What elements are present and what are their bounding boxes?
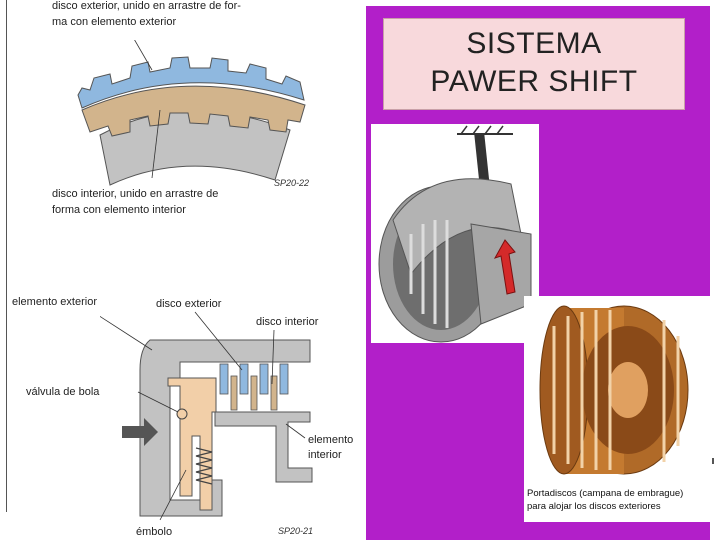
title-line-1: SISTEMA (466, 27, 602, 60)
brake-band-illustration (378, 125, 532, 343)
drum-caption-line1: Portadiscos (campana de embrague) (527, 488, 684, 499)
outer-disc-1 (219, 363, 229, 395)
outer-disc-blue (77, 56, 305, 109)
clutch-disc-segment-illustration (77, 40, 306, 186)
inner-disc-2 (250, 375, 258, 411)
outer-disc-label-line2: ma con elemento exterior (52, 16, 177, 28)
clutch-drum-photo: Portadiscos (campana de embrague) para a… (524, 296, 710, 522)
outer-disc-label-bottom: disco exterior (156, 298, 222, 310)
inner-element-label: elemento interior (308, 434, 353, 462)
brake-band-photo (371, 124, 539, 343)
drum-caption: Portadiscos (campana de embrague) para a… (527, 487, 683, 513)
outer-disc-4 (279, 363, 289, 395)
title-box: SISTEMA PAWER SHIFT (383, 18, 685, 110)
outer-disc-2 (239, 363, 249, 395)
left-border-line (6, 0, 7, 512)
figure-code-top: SP20-22 (274, 178, 310, 188)
inner-disc-label-line1: disco interior, unido en arrastre de (52, 188, 219, 200)
inner-disc-tan (81, 85, 306, 137)
ball-valve-label: válvula de bola (26, 386, 100, 398)
clutch-drum-illustration (539, 305, 689, 475)
outer-element-leader (100, 315, 153, 351)
inner-disc-1 (230, 375, 238, 411)
outer-disc-leader (134, 40, 153, 71)
inner-disc-3 (270, 375, 278, 411)
pressure-arrow (122, 418, 158, 446)
inner-element-label-line2: interior (308, 449, 342, 461)
inner-element-leader (285, 423, 306, 439)
inner-disc-leader-bottom (271, 329, 275, 385)
outer-element-label: elemento exterior (12, 296, 97, 308)
outer-disc-label-top: disco exterior, unido en arrastre de for… (52, 0, 241, 29)
piston-label: émbolo (136, 526, 173, 538)
inner-disc-label-bottom: disco interior (256, 316, 319, 328)
ball-valve-leader (137, 391, 179, 413)
title-line-2: PAWER SHIFT (430, 65, 638, 98)
edge-mark (712, 458, 714, 464)
slide-title: SISTEMA PAWER SHIFT (384, 25, 684, 101)
outer-element-housing (139, 339, 311, 517)
figure-code-bottom: SP20-21 (278, 526, 314, 536)
inner-element-body (214, 411, 313, 483)
return-spring (195, 447, 213, 485)
ball-valve-ball (176, 408, 188, 420)
outer-disc-label-line1: disco exterior, unido en arrastre de for… (52, 0, 241, 12)
piston-leader (159, 469, 187, 521)
multi-disc-clutch-section-illustration (100, 311, 313, 521)
outer-disc-3 (259, 363, 269, 395)
inner-disc-label-top: disco interior, unido en arrastre de for… (52, 188, 218, 217)
inner-element-label-line1: elemento (308, 434, 354, 446)
inner-disc-label-line2: forma con elemento interior (52, 204, 186, 216)
band-force-arrow (493, 239, 516, 295)
outer-disc-leader-bottom (194, 311, 243, 371)
inner-disc-leader (151, 109, 161, 179)
drum-caption-line2: para alojar los discos exteriores (527, 501, 661, 512)
